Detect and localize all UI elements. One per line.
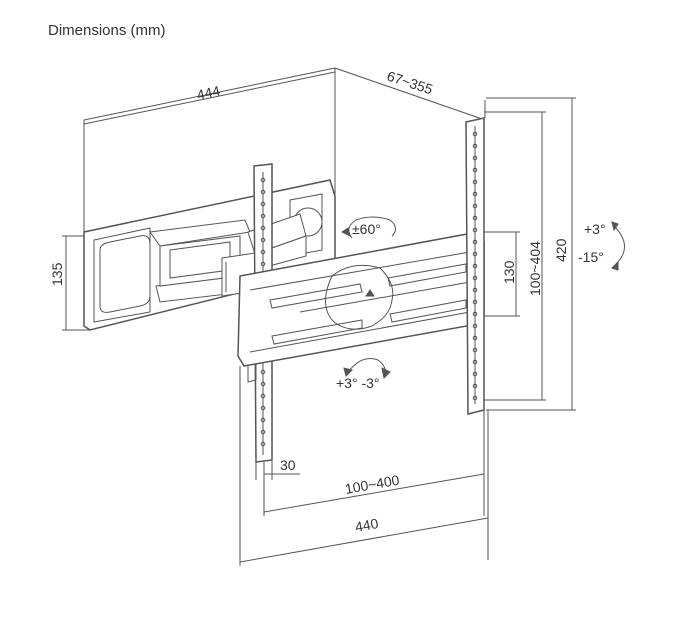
total-width-label: 440 [354, 515, 380, 535]
swivel-label: ±60° [352, 221, 381, 237]
short-vertical-spacing-label: 130 [501, 260, 517, 284]
right-vertical-rail [465, 117, 485, 415]
plate-height-label: 135 [49, 262, 65, 286]
rotation-label: +3° -3° [336, 375, 380, 391]
arm-length-label: 444 [195, 82, 221, 103]
dimension-lines [62, 71, 576, 566]
vesa-vertical-label: 100~404 [527, 241, 543, 296]
offset-label: 30 [280, 457, 296, 473]
depth-guide-lines [83, 67, 486, 232]
depth-label: 67~355 [385, 68, 435, 98]
tilt-arrow-icon [611, 221, 625, 271]
total-height-label: 420 [553, 238, 569, 262]
tilt-up-label: +3° [584, 221, 606, 237]
tilt-down-label: -15° [578, 249, 604, 265]
page-title: Dimensions (mm) [48, 22, 166, 39]
rotation-arrow-icon [343, 358, 391, 380]
swivel-arrow-icon [341, 216, 396, 239]
